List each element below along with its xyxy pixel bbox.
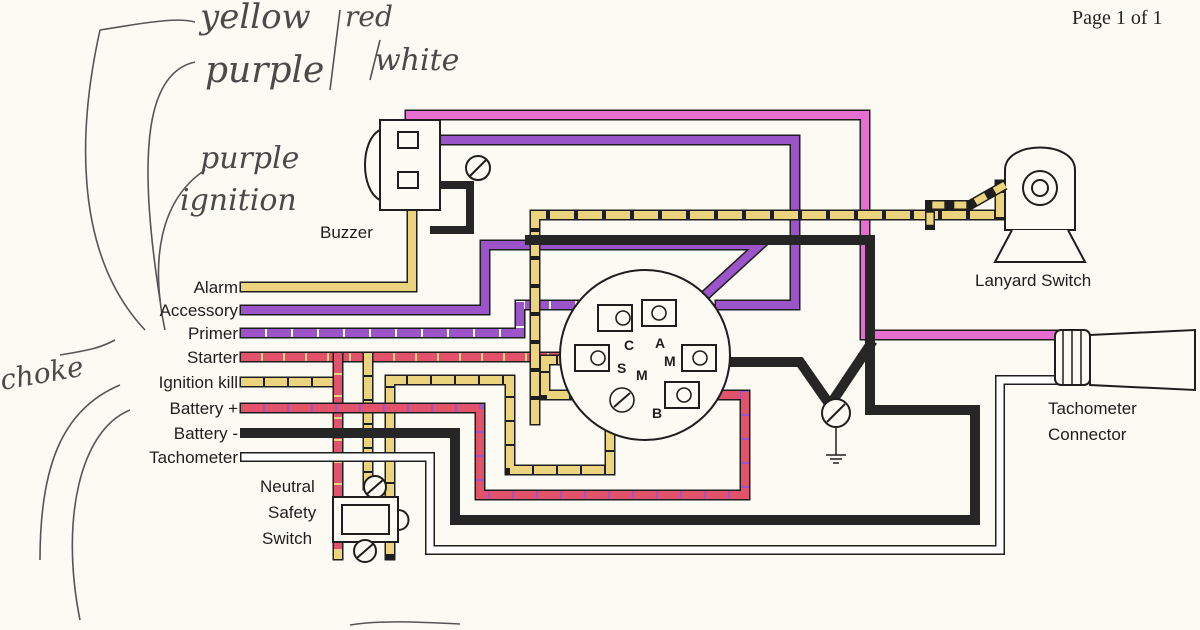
buzzer-ground-wire bbox=[430, 181, 474, 234]
screw-a bbox=[651, 305, 667, 321]
note-leader-purple-ignition bbox=[157, 169, 206, 331]
screw-c bbox=[615, 310, 631, 326]
buzzer-screw-slot bbox=[469, 159, 487, 177]
note-purple-2: purple bbox=[200, 141, 299, 176]
note-ignition: ignition bbox=[180, 183, 297, 218]
terminal-label-c: C bbox=[624, 337, 634, 353]
accessory-wire bbox=[241, 241, 771, 314]
handwritten-notes bbox=[39, 9, 461, 626]
tachometer-wire bbox=[241, 376, 1064, 554]
lanyard-lead bbox=[926, 181, 1007, 230]
neutral-screw-top-slot bbox=[366, 479, 384, 495]
terminal-label-m-center: M bbox=[636, 367, 648, 383]
neutral-safety-switch bbox=[332, 475, 410, 563]
buzzer-label: Buzzer bbox=[320, 223, 373, 242]
note-leader-ignition-kill bbox=[39, 384, 121, 561]
neutral-switch-plate bbox=[341, 504, 390, 535]
lanyard-wire bbox=[531, 181, 1004, 424]
wire-label-ignition-kill: Ignition kill bbox=[159, 373, 238, 392]
lanyard-switch-label: Lanyard Switch bbox=[975, 271, 1091, 290]
tach-connector-label-line-2: Connector bbox=[1048, 425, 1127, 444]
terminal-label-s: S bbox=[617, 360, 626, 376]
note-choke: choke bbox=[0, 350, 86, 397]
note-slash-1 bbox=[329, 9, 341, 91]
wire-label-alarm: Alarm bbox=[194, 278, 238, 297]
wire-label-primer: Primer bbox=[188, 324, 238, 343]
neutral-switch-label-line-1: Neutral bbox=[260, 477, 315, 496]
note-leader-yellow-red bbox=[99, 19, 196, 31]
buzzer-terminal-bottom bbox=[397, 171, 419, 189]
neutral-switch-label-line-3: Switch bbox=[262, 529, 312, 548]
ground-screw-slot bbox=[826, 403, 846, 423]
note-slash-2 bbox=[369, 39, 381, 81]
buzzer-terminal-top bbox=[397, 131, 419, 149]
ground bbox=[821, 398, 851, 464]
buzzer-body bbox=[379, 119, 441, 211]
note-white: white bbox=[375, 43, 459, 78]
wires bbox=[239, 109, 1066, 561]
wire-label-tachometer: Tachometer bbox=[149, 448, 238, 467]
neutral-screw-bottom-slot bbox=[356, 543, 374, 559]
lanyard-base bbox=[993, 229, 1087, 263]
terminal-label-m-right: M bbox=[664, 353, 676, 369]
neutral-switch-label-line-2: Safety bbox=[268, 503, 317, 522]
tachometer-connector bbox=[1054, 328, 1196, 392]
terminal-label-b: B bbox=[652, 405, 662, 421]
lanyard-switch bbox=[925, 146, 1087, 263]
note-leader-choke bbox=[59, 339, 116, 356]
screw-s bbox=[590, 350, 606, 366]
ignition-switch bbox=[559, 269, 731, 441]
note-leader-purple-white bbox=[147, 61, 196, 301]
wire-label-accessory: Accessory bbox=[160, 301, 239, 320]
wire-label-starter: Starter bbox=[187, 348, 238, 367]
note-yellow: yellow bbox=[198, 0, 311, 37]
terminal-label-a: A bbox=[655, 335, 665, 351]
buzzer-dome bbox=[364, 129, 381, 201]
inner-loop-wire bbox=[386, 356, 614, 559]
screw-m-slot bbox=[613, 392, 631, 408]
note-scribble-bottom bbox=[349, 621, 461, 626]
ground-m-wire bbox=[715, 357, 837, 412]
purple-buzzer-wire bbox=[416, 136, 799, 309]
battery-minus-wire bbox=[240, 235, 980, 525]
page-label: Page 1 of 1 bbox=[1072, 7, 1163, 29]
ground-right-wire bbox=[823, 338, 877, 412]
neutral-switch-plunger bbox=[397, 509, 410, 531]
lanyard-knob-center bbox=[1031, 179, 1049, 197]
wire-label-battery-minus: Battery - bbox=[174, 424, 238, 443]
note-leader-primer bbox=[84, 29, 146, 331]
pink-wire bbox=[406, 111, 1064, 339]
wire-label-battery-plus: Battery + bbox=[169, 399, 238, 418]
tach-connector-label-line-1: Tachometer bbox=[1048, 399, 1137, 418]
alarm-wire bbox=[241, 176, 416, 291]
wire-labels: Alarm Accessory Primer Starter Ignition … bbox=[149, 278, 238, 467]
note-leader-battery bbox=[71, 409, 131, 621]
tach-connector-body bbox=[1089, 328, 1196, 392]
battery-plus-wire bbox=[241, 391, 749, 499]
buzzer bbox=[364, 119, 491, 234]
note-purple: purple bbox=[205, 50, 324, 91]
note-red: red bbox=[345, 0, 393, 33]
screw-b bbox=[676, 387, 692, 403]
screw-m-right bbox=[692, 350, 708, 366]
primer-wire bbox=[241, 301, 604, 337]
